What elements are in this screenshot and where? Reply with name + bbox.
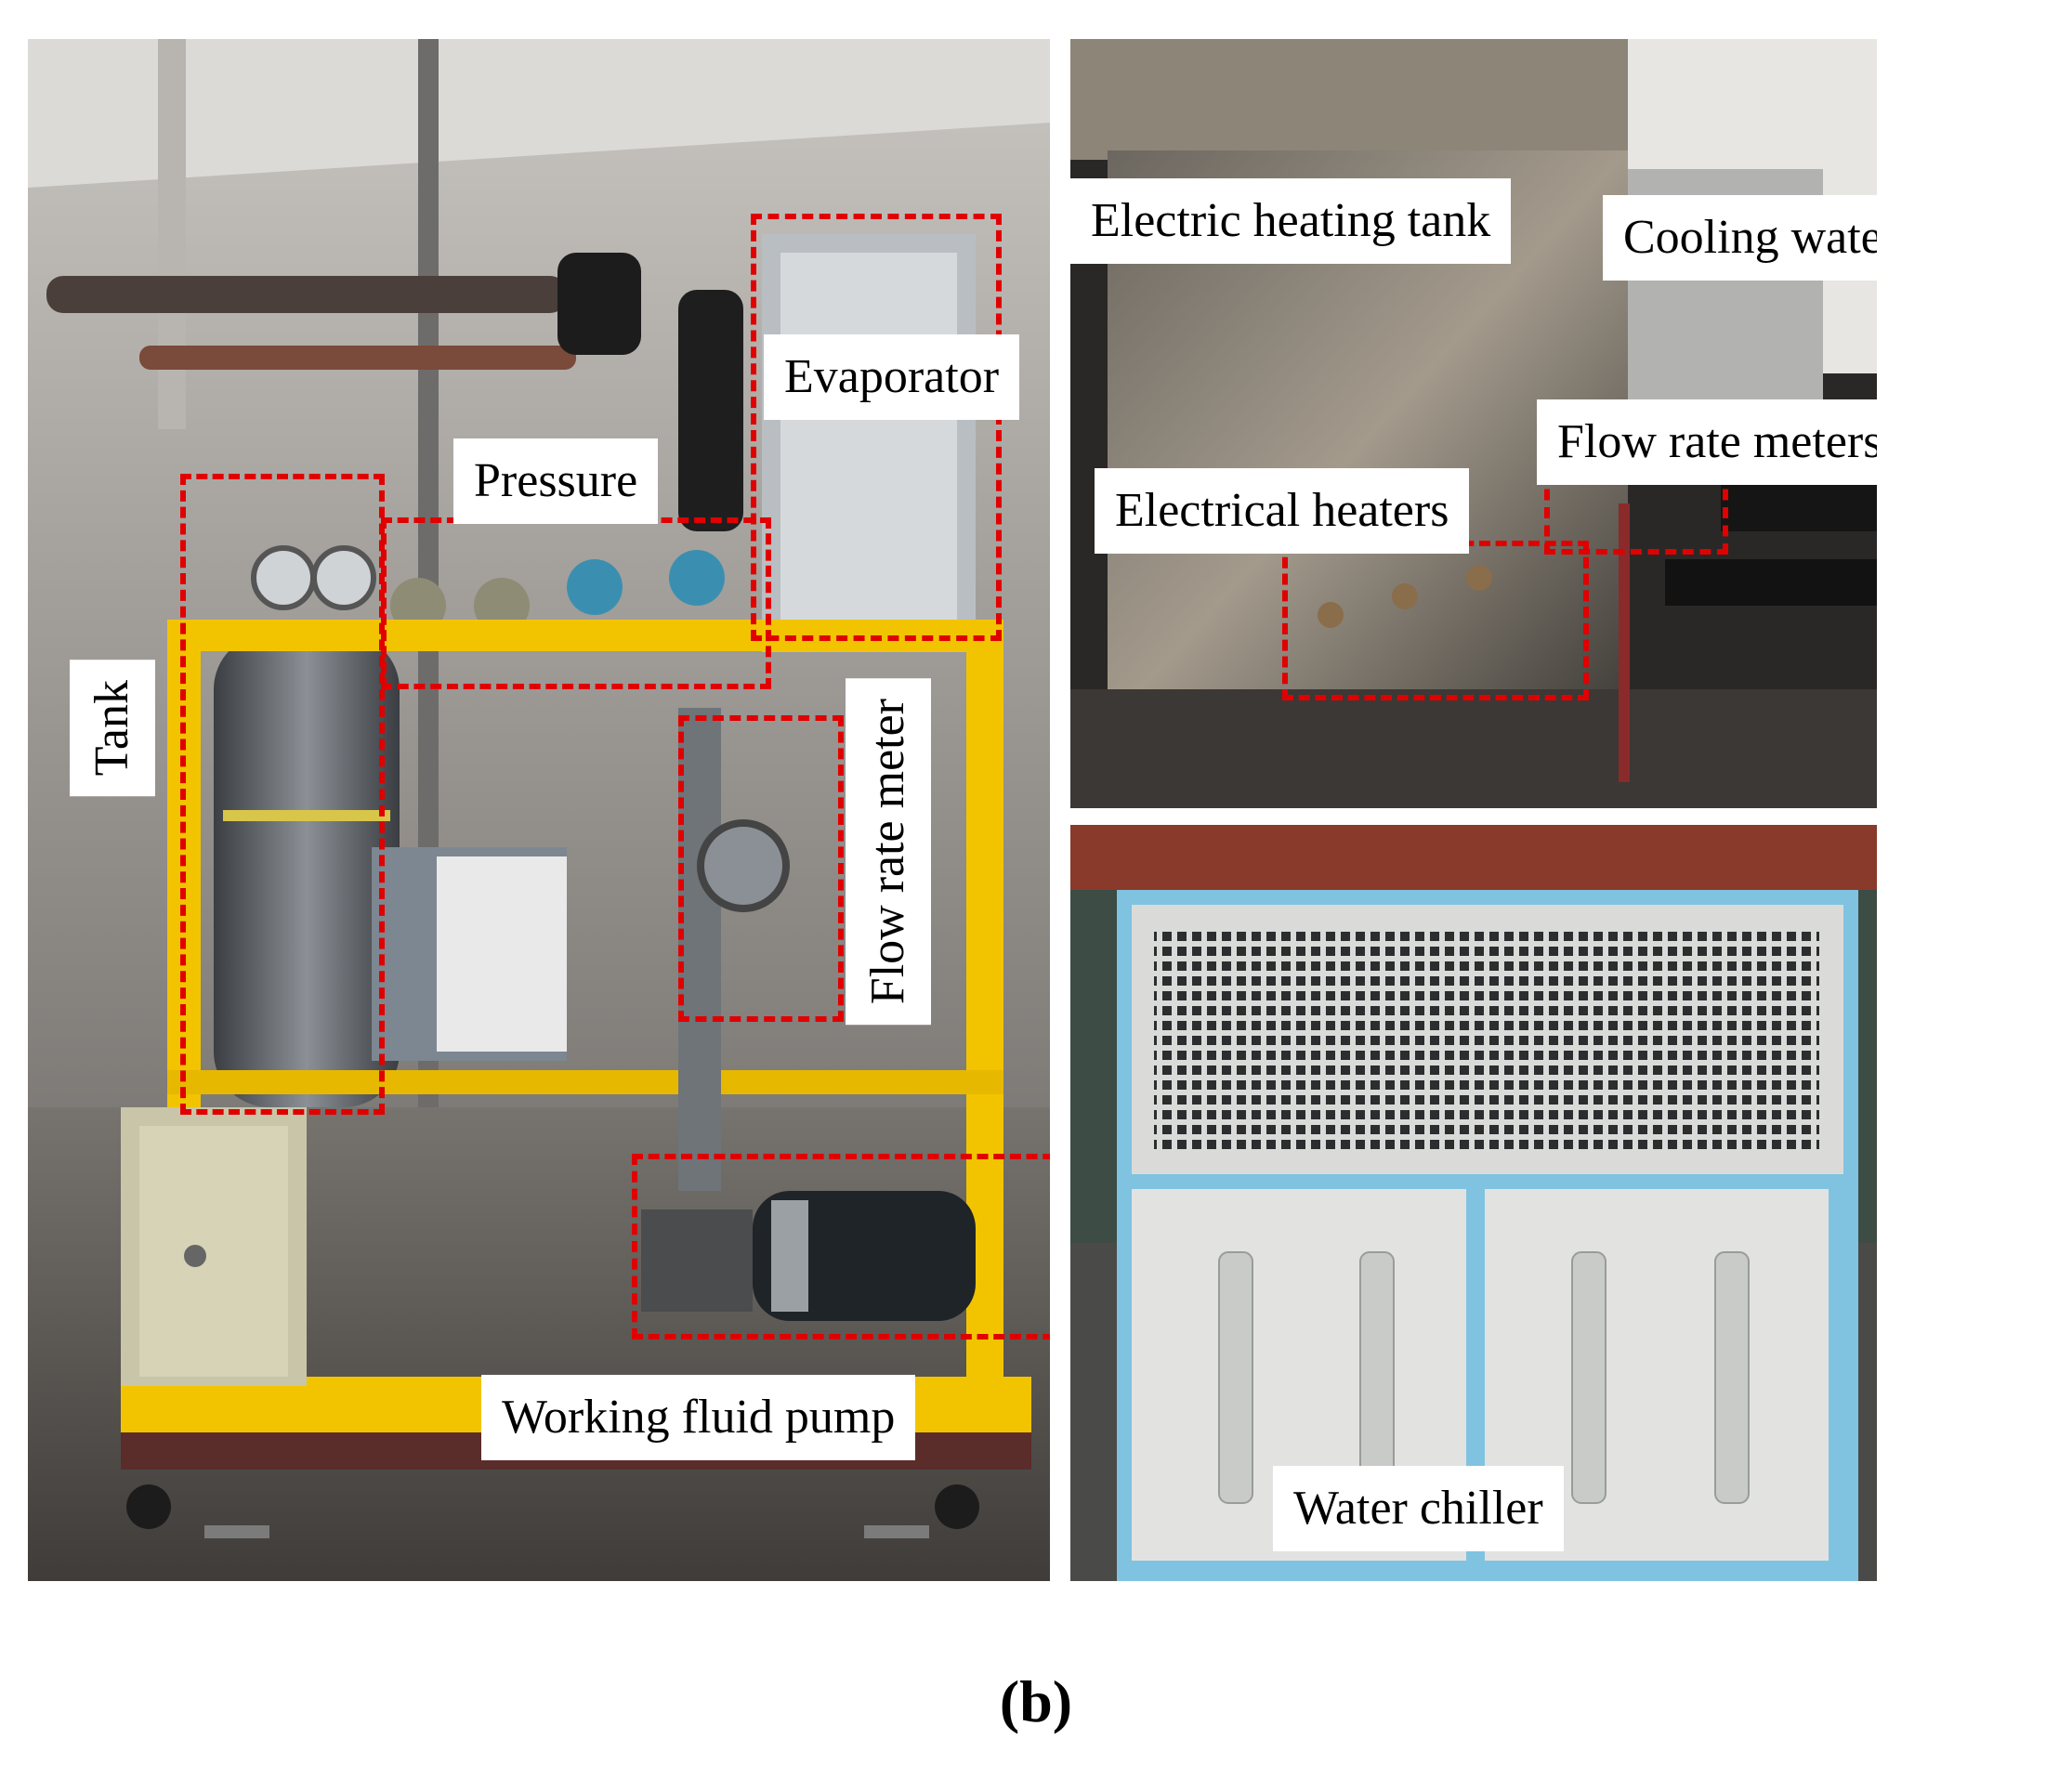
tank-highlight-box (180, 474, 385, 1115)
working-fluid-pump-label: Working fluid pump (481, 1375, 916, 1460)
grille-pattern (1154, 929, 1819, 1150)
main-equipment-photo: Evaporator Pressure Tank Flow rate meter… (28, 39, 1050, 1581)
flow-rate-meter-highlight-box (678, 715, 844, 1022)
working-fluid-pump-highlight-box (632, 1154, 1050, 1340)
electric-heating-tank-label: Electric heating tank (1070, 178, 1512, 264)
heating-tank-photo: Electric heating tank Cooling water tank… (1070, 39, 1877, 808)
figure-caption: (b) (999, 1668, 1073, 1734)
water-chiller-label: Water chiller (1273, 1466, 1564, 1551)
electrical-heaters-label: Electrical heaters (1095, 468, 1470, 554)
evaporator-label: Evaporator (764, 334, 1020, 420)
flow-rate-meters-label: Flow rate meters (1537, 399, 1877, 485)
evaporator-highlight-box (751, 214, 1002, 641)
pressure-label: Pressure (453, 438, 659, 524)
flow-rate-meter-label: Flow rate meter (846, 678, 931, 1026)
tank-label: Tank (70, 660, 155, 797)
water-chiller-photo: Water chiller (1070, 825, 1877, 1581)
cooling-water-tank-label: Cooling water tank (1603, 195, 1877, 281)
electrical-heaters-highlight-box (1282, 541, 1589, 700)
pressure-highlight-box (381, 517, 771, 689)
